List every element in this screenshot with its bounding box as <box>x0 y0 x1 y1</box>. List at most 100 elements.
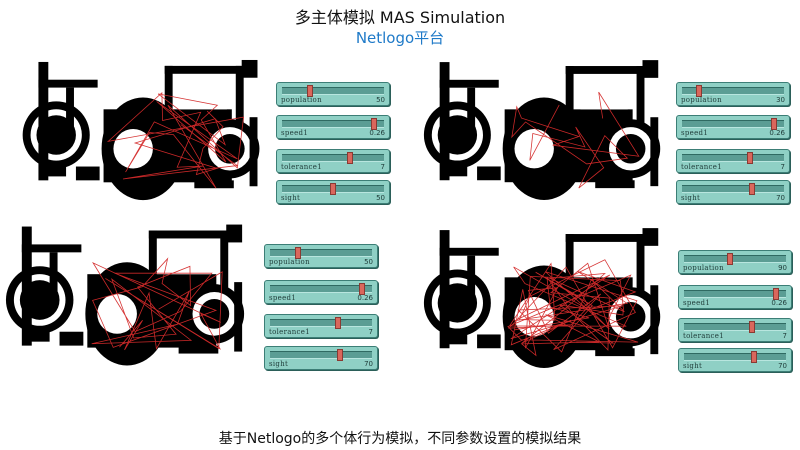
slider-thumb[interactable] <box>751 351 758 363</box>
sight-slider[interactable]: sight 70 <box>678 348 792 372</box>
slider-label: population <box>681 96 722 104</box>
slider-label: sight <box>269 360 289 368</box>
slider-thumb[interactable] <box>347 152 354 164</box>
slider-thumb[interactable] <box>335 317 342 329</box>
slider-track <box>682 87 784 95</box>
slider-thumb[interactable] <box>306 85 313 97</box>
speed1-slider[interactable]: speed1 0.26 <box>276 115 390 139</box>
slider-track <box>270 249 372 257</box>
slider-label: tolerance1 <box>269 328 310 336</box>
population-slider[interactable]: population 90 <box>678 250 792 274</box>
map-structure <box>423 228 661 368</box>
slider-thumb[interactable] <box>330 183 336 195</box>
slider-track <box>270 285 372 293</box>
slider-thumb[interactable] <box>747 152 754 164</box>
slider-label: sight <box>683 362 703 370</box>
slider-thumb[interactable] <box>294 247 301 259</box>
slider-label: speed1 <box>281 129 309 137</box>
slider-label: population <box>281 96 322 104</box>
slider-label: speed1 <box>269 294 297 302</box>
simulation-panel-bottom-right: population 90 speed1 0.26 tolerance1 7 s… <box>418 226 798 374</box>
slider-value: 7 <box>368 328 373 336</box>
agent-trails <box>91 257 223 351</box>
page-title: 多主体模拟 MAS Simulation <box>294 8 506 27</box>
agent-trails <box>511 91 640 189</box>
slider-value: 0.26 <box>369 129 385 137</box>
slider-label: population <box>269 258 310 266</box>
slider-track <box>282 120 384 128</box>
page-subtitle: Netlogo平台 <box>355 29 445 47</box>
slider-thumb[interactable] <box>773 288 780 300</box>
slider-thumb[interactable] <box>727 253 734 265</box>
simulation-view <box>0 222 258 372</box>
speed1-slider[interactable]: speed1 0.26 <box>678 285 792 309</box>
tolerance1-slider[interactable]: tolerance1 7 <box>676 149 790 173</box>
slider-group: population 50 speed1 0.26 tolerance1 7 s… <box>276 82 390 206</box>
slider-label: population <box>683 264 724 272</box>
slider-value: 0.26 <box>771 299 787 307</box>
slider-label: tolerance1 <box>681 163 722 171</box>
sight-slider[interactable]: sight 50 <box>276 180 390 204</box>
tolerance1-slider[interactable]: tolerance1 7 <box>264 314 378 338</box>
speed1-slider[interactable]: speed1 0.26 <box>676 115 790 139</box>
sight-slider[interactable]: sight 70 <box>264 346 378 370</box>
slider-track <box>682 120 784 128</box>
slider-label: speed1 <box>681 129 709 137</box>
slider-label: speed1 <box>683 299 711 307</box>
map-structure <box>5 224 245 366</box>
simulation-panel-top-right: population 30 speed1 0.26 tolerance1 7 s… <box>418 58 798 206</box>
slider-track <box>282 154 384 162</box>
slider-track <box>282 87 384 95</box>
slider-thumb[interactable] <box>749 321 756 333</box>
slider-value: 70 <box>776 194 785 202</box>
slider-group: population 30 speed1 0.26 tolerance1 7 s… <box>676 82 790 206</box>
slider-label: tolerance1 <box>683 332 724 340</box>
slider-thumb[interactable] <box>371 118 378 130</box>
map-structure <box>423 60 661 200</box>
slider-track <box>684 255 786 263</box>
agent-trails <box>106 91 245 189</box>
slider-label: sight <box>681 194 701 202</box>
slider-track <box>682 154 784 162</box>
sight-slider[interactable]: sight 70 <box>676 180 790 204</box>
simulation-view <box>16 58 274 206</box>
slider-track <box>270 351 372 359</box>
slider-thumb[interactable] <box>749 183 756 195</box>
slider-group: population 90 speed1 0.26 tolerance1 7 s… <box>678 250 792 374</box>
simulation-panel-top-left: population 50 speed1 0.26 tolerance1 7 s… <box>16 58 396 206</box>
speed1-slider[interactable]: speed1 0.26 <box>264 280 378 304</box>
slider-value: 50 <box>376 194 385 202</box>
population-slider[interactable]: population 50 <box>264 244 378 268</box>
slider-thumb[interactable] <box>337 349 344 361</box>
slider-label: tolerance1 <box>281 163 322 171</box>
caption: 基于Netlogo的多个体行为模拟，不同参数设置的模拟结果 <box>218 431 582 447</box>
map-structure <box>22 59 260 201</box>
slider-thumb[interactable] <box>359 283 366 295</box>
slider-value: 0.26 <box>357 294 373 302</box>
slider-track <box>684 323 786 331</box>
tolerance1-slider[interactable]: tolerance1 7 <box>276 149 390 173</box>
population-slider[interactable]: population 30 <box>676 82 790 106</box>
slider-value: 70 <box>778 362 787 370</box>
slider-value: 50 <box>376 96 385 104</box>
slider-group: population 50 speed1 0.26 tolerance1 7 s… <box>264 244 378 374</box>
slider-value: 7 <box>380 163 385 171</box>
slider-track <box>270 319 372 327</box>
slider-track <box>684 353 786 361</box>
simulation-panel-bottom-left: population 50 speed1 0.26 tolerance1 7 s… <box>0 222 390 374</box>
slider-value: 90 <box>778 264 787 272</box>
slider-value: 7 <box>780 163 785 171</box>
slider-value: 7 <box>782 332 787 340</box>
population-slider[interactable]: population 50 <box>276 82 390 106</box>
slider-label: sight <box>281 194 301 202</box>
slider-thumb[interactable] <box>696 85 703 97</box>
tolerance1-slider[interactable]: tolerance1 7 <box>678 318 792 342</box>
slider-value: 70 <box>364 360 373 368</box>
slider-track <box>684 290 786 298</box>
slider-track <box>682 185 784 193</box>
slider-thumb[interactable] <box>771 118 778 130</box>
agent-trails <box>507 259 639 357</box>
slider-value: 50 <box>364 258 373 266</box>
slider-value: 30 <box>776 96 785 104</box>
simulation-view <box>418 226 674 374</box>
